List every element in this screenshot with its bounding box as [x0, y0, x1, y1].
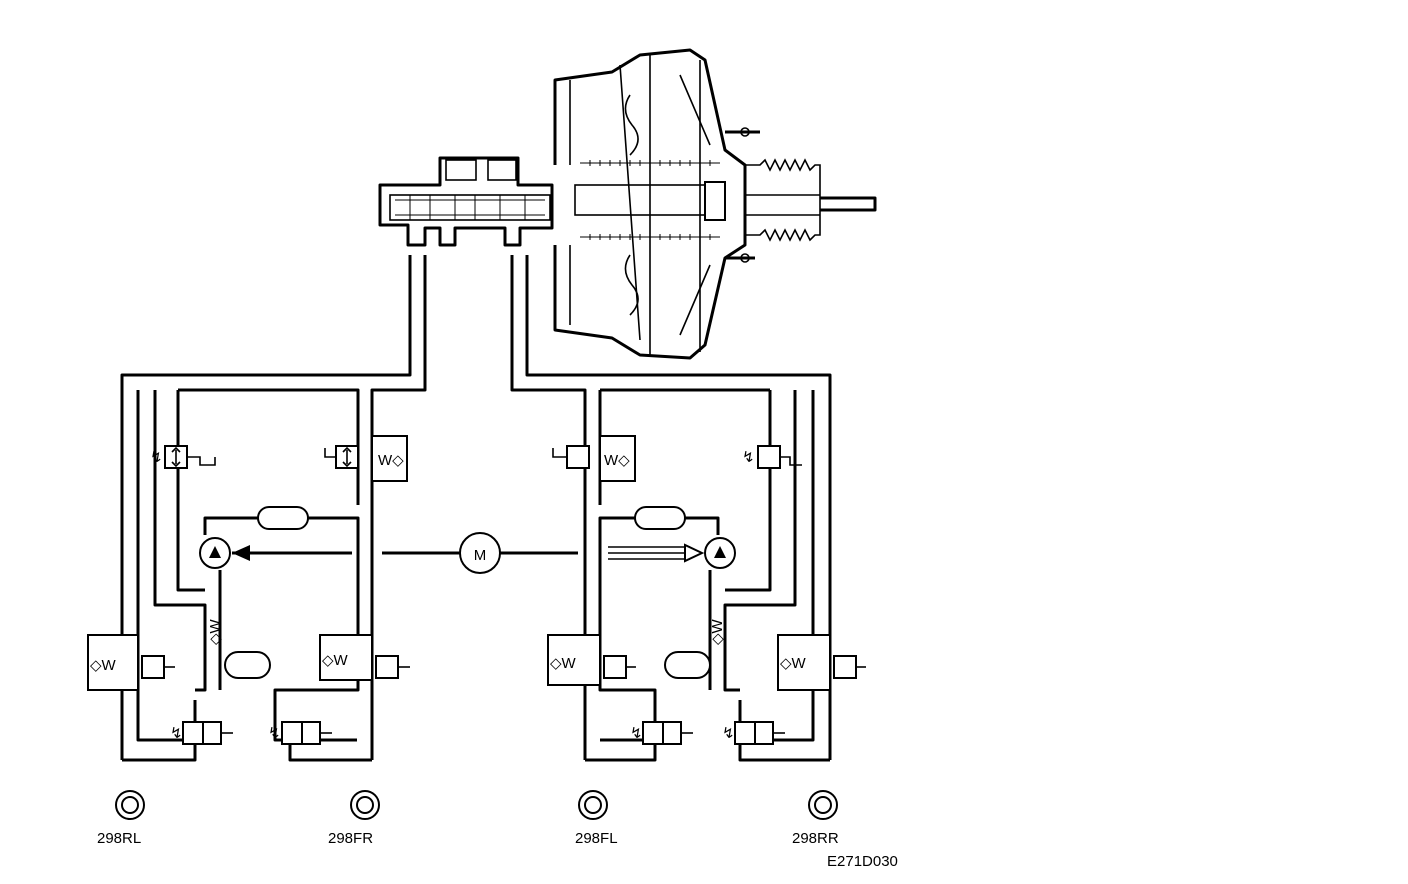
svg-text:↯: ↯ — [150, 449, 163, 466]
svg-text:W◇: W◇ — [604, 452, 630, 469]
right-shuttle-valve: W◇ — [599, 435, 636, 482]
right-fl-pressure-valve: ◇W — [547, 634, 636, 686]
svg-text:↯: ↯ — [268, 725, 281, 742]
wheel-label-fl: 298FL — [575, 830, 618, 847]
figure-code: E271D030 — [827, 853, 898, 870]
svg-text:◇W: ◇W — [207, 618, 224, 645]
svg-text:◇W: ◇W — [780, 655, 807, 672]
left-rl-pressure-valve: ◇W — [87, 634, 175, 691]
svg-text:W◇: W◇ — [378, 452, 404, 469]
right-damper-chamber — [634, 506, 686, 530]
svg-text:◇W: ◇W — [90, 657, 117, 674]
right-circuit: W◇ ↯ ◇W ◇W ↯ ↯ — [547, 388, 866, 762]
wheel-brake-rr: 298RR — [792, 790, 839, 847]
right-solenoid-valve-1 — [552, 445, 590, 469]
left-fr-pressure-valve: ◇W — [319, 634, 410, 681]
pump-motor: M — [382, 532, 578, 574]
svg-text:↯: ↯ — [630, 725, 643, 742]
motor-label: M — [474, 547, 487, 564]
wheel-label-rl: 298RL — [97, 830, 141, 847]
left-dual-valve-fr: ↯ — [268, 721, 332, 745]
wheel-brake-rl: 298RL — [97, 790, 145, 847]
right-rr-pressure-valve: ◇W — [777, 634, 866, 691]
wheel-brake-fr: 298FR — [328, 790, 380, 847]
right-dual-valve-fl: ↯ — [630, 721, 693, 745]
wheel-label-rr: 298RR — [792, 830, 839, 847]
svg-text:↯: ↯ — [742, 449, 755, 466]
left-solenoid-valve-1: ↯ — [150, 445, 216, 469]
brake-booster-master-cylinder — [378, 48, 877, 360]
svg-text:◇W: ◇W — [322, 652, 349, 669]
wheel-label-fr: 298FR — [328, 830, 373, 847]
left-reservoir — [224, 651, 271, 679]
master-cylinder-output-lines — [120, 255, 832, 760]
svg-text:↯: ↯ — [170, 725, 183, 742]
right-reservoir — [664, 651, 711, 679]
left-shuttle-valve: W◇ — [371, 435, 408, 482]
right-dual-valve-rr: ↯ — [722, 721, 785, 745]
left-circuit: ◇W ↯ W◇ ◇W ◇W — [87, 388, 410, 762]
left-damper-chamber — [257, 506, 309, 530]
svg-text:↯: ↯ — [722, 725, 735, 742]
left-solenoid-valve-2 — [324, 445, 359, 469]
right-solenoid-valve-2: ↯ — [742, 445, 802, 469]
wheel-brake-fl: 298FL — [575, 790, 618, 847]
left-dual-valve-rl: ↯ — [170, 721, 233, 745]
svg-text:◇W: ◇W — [709, 618, 726, 645]
svg-text:◇W: ◇W — [550, 655, 577, 672]
